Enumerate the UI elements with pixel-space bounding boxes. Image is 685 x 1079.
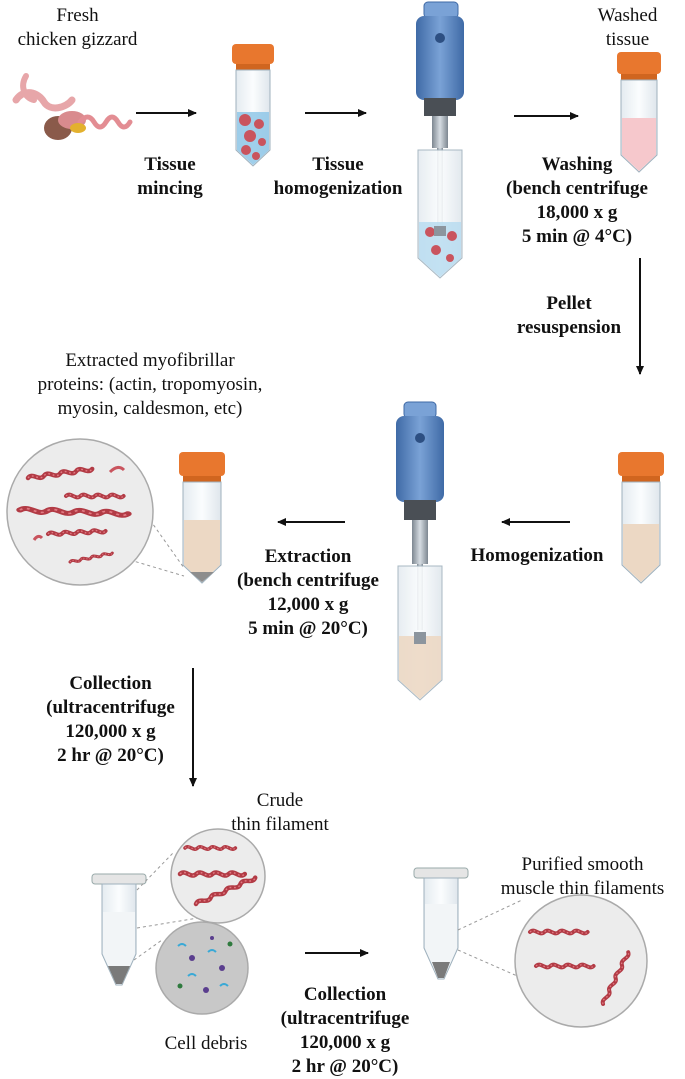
purified-filament-magnified — [457, 894, 648, 1028]
label-collection-2: Collection (ultracentrifuge 120,000 x g … — [280, 984, 410, 1077]
chicken-gizzard-icon — [12, 73, 133, 140]
label-tissue-homogenization: Tissue homogenization — [273, 154, 403, 199]
washed-tissue-tube-icon — [617, 52, 661, 173]
microtube-crude-icon — [91, 873, 147, 986]
label-homogenization: Homogenization — [470, 545, 604, 566]
label-washing: Washing (bench centrifuge 18,000 x g 5 m… — [506, 154, 648, 247]
minced-tissue-tube-icon — [232, 44, 274, 167]
cell-debris-magnified — [133, 921, 249, 1015]
label-extraction: Extraction (bench centrifuge 12,000 x g … — [237, 546, 379, 639]
label-crude-thin-filament: Crude thin filament — [231, 790, 329, 835]
extracted-proteins-tube-icon — [179, 452, 225, 584]
label-collection-1: Collection (ultracentrifuge 120,000 x g … — [46, 673, 175, 766]
label-pellet-resuspension: Pellet resuspension — [516, 293, 622, 338]
homogenizer-2-icon — [396, 401, 444, 701]
label-fresh-gizzard: Fresh chicken gizzard — [17, 5, 138, 50]
homogenizer-icon — [416, 1, 464, 279]
label-cell-debris: Cell debris — [164, 1033, 248, 1054]
microtube-purified-icon — [413, 867, 469, 980]
label-extracted-proteins: Extracted myofibrillar proteins: (actin,… — [37, 350, 263, 419]
label-washed-tissue: Washed tissue — [597, 5, 658, 50]
label-tissue-mincing: Tissue mincing — [137, 154, 203, 199]
protein-magnified-view — [6, 438, 185, 586]
label-purified: Purified smooth muscle thin filaments — [500, 854, 665, 899]
resuspended-tube-icon — [618, 452, 664, 584]
crude-filament-magnified — [136, 828, 266, 929]
